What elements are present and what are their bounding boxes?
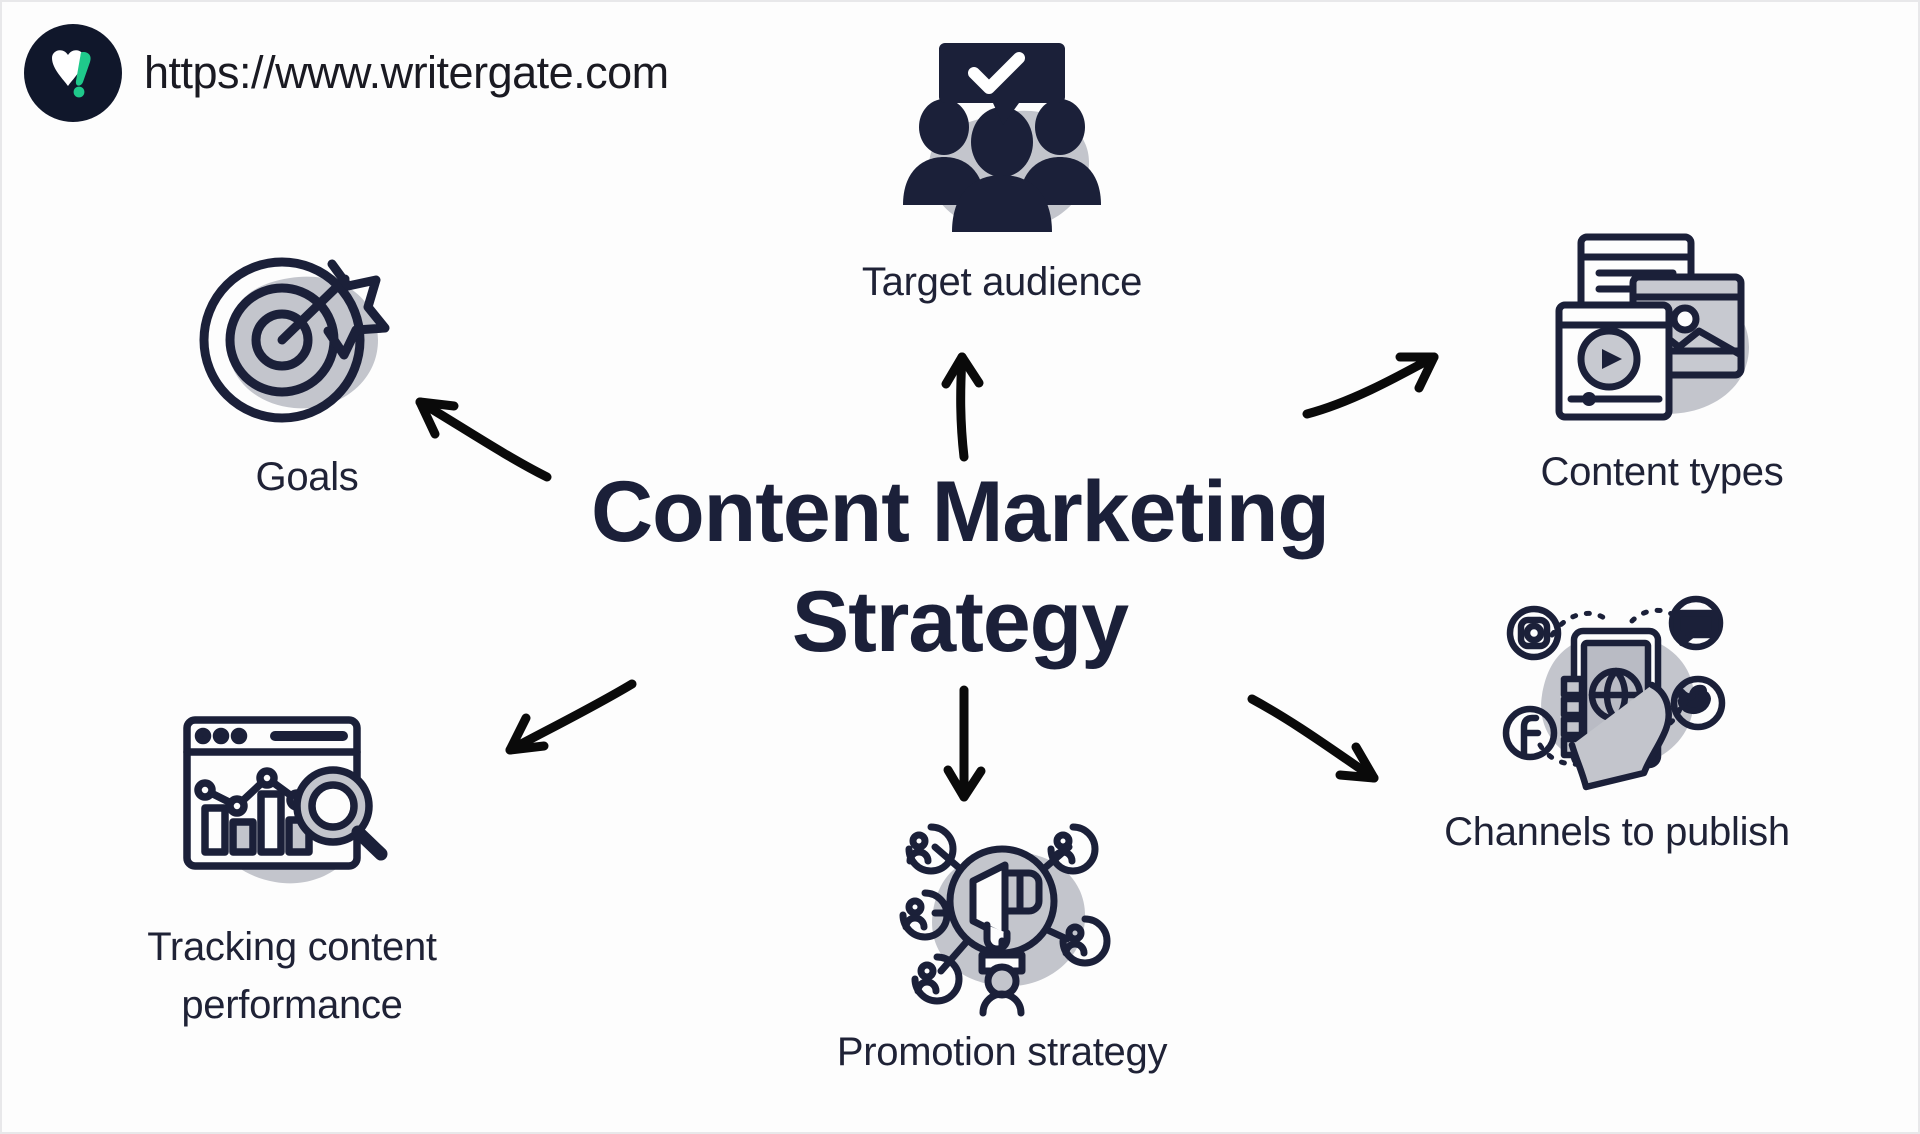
node-content-types[interactable]: Content types	[1462, 227, 1862, 501]
analytics-dashboard-magnifier-icon	[167, 702, 417, 912]
center-title-line-2: Strategy	[791, 574, 1129, 671]
brand-header: https://www.writergate.com	[24, 24, 669, 122]
node-label-goals: Goals	[255, 455, 359, 499]
node-label-channels-to-publish: Channels to publish	[1444, 810, 1790, 854]
node-tracking-content-performance[interactable]: Tracking content performance	[92, 702, 492, 1034]
node-label-content-types: Content types	[1540, 450, 1784, 494]
people-group-check-icon	[877, 37, 1127, 247]
site-url-text: https://www.writergate.com	[144, 47, 669, 98]
center-title-line-1: Content Marketing	[591, 464, 1330, 560]
megaphone-network-icon	[877, 807, 1127, 1017]
target-dartboard-icon	[182, 232, 432, 442]
writergate-heart-logo-icon	[24, 24, 122, 122]
media-cards-video-icon	[1537, 227, 1787, 437]
node-label-tracking-content-performance: Tracking content performance	[147, 925, 437, 1027]
node-label-target-audience: Target audience	[861, 260, 1143, 304]
diagram-center-title: Content Marketing Strategy	[480, 457, 1440, 677]
node-goals[interactable]: Goals	[142, 232, 472, 506]
hand-phone-social-icon	[1492, 587, 1742, 797]
node-channels-to-publish[interactable]: Channels to publish	[1402, 587, 1832, 861]
node-target-audience[interactable]: Target audience	[792, 37, 1212, 311]
node-promotion-strategy[interactable]: Promotion strategy	[792, 807, 1212, 1081]
node-label-promotion-strategy: Promotion strategy	[836, 1030, 1168, 1074]
